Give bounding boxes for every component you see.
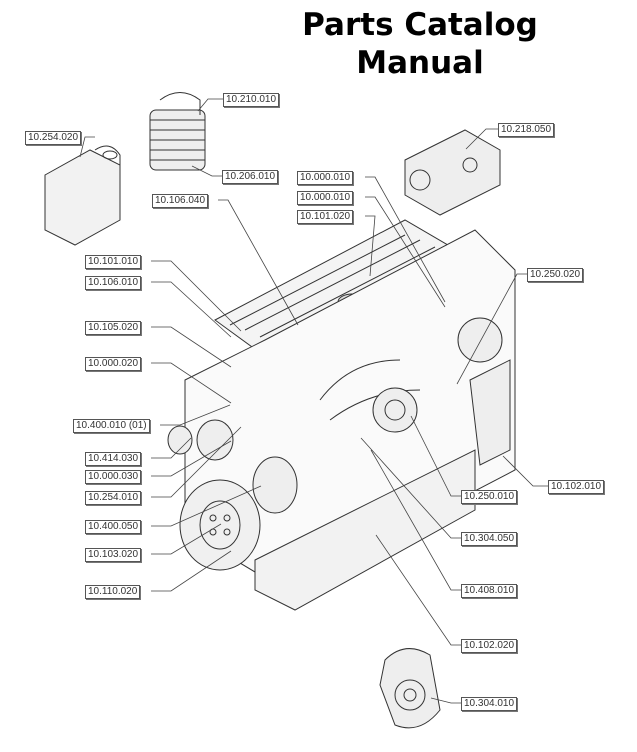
page-title: Parts Catalog Manual [290, 6, 550, 82]
part-label[interactable]: 10.101.020 [297, 210, 354, 224]
part-label[interactable]: 10.250.020 [527, 268, 584, 282]
part-label[interactable]: 10.304.050 [461, 532, 518, 546]
part-label[interactable]: 10.105.020 [85, 321, 142, 335]
part-label[interactable]: 10.106.010 [85, 276, 142, 290]
title-line-2: Manual [356, 45, 484, 81]
air-intake-drawing [44, 145, 121, 246]
oil-pump-drawing [379, 648, 441, 729]
part-label[interactable]: 10.408.010 [461, 584, 518, 598]
part-label[interactable]: 10.400.050 [85, 520, 142, 534]
part-label[interactable]: 10.000.020 [85, 357, 142, 371]
part-label[interactable]: 10.254.020 [25, 131, 82, 145]
part-label[interactable]: 10.400.010 (01) [73, 419, 150, 433]
part-label[interactable]: 10.254.010 [85, 491, 142, 505]
part-label[interactable]: 10.304.010 [461, 697, 518, 711]
part-label[interactable]: 10.218.050 [498, 123, 555, 137]
fuel-filter-drawing [149, 92, 206, 171]
part-label[interactable]: 10.110.020 [85, 585, 141, 599]
part-label[interactable]: 10.000.030 [85, 470, 142, 484]
part-label[interactable]: 10.106.040 [152, 194, 209, 208]
part-label[interactable]: 10.210.010 [223, 93, 280, 107]
title-line-1: Parts Catalog [302, 7, 538, 43]
part-label[interactable]: 10.000.010 [297, 191, 354, 205]
part-label[interactable]: 10.102.010 [548, 480, 605, 494]
part-label[interactable]: 10.206.010 [222, 170, 279, 184]
part-label[interactable]: 10.103.020 [85, 548, 142, 562]
leader-lines [79, 98, 548, 704]
part-label[interactable]: 10.414.030 [85, 452, 142, 466]
part-label[interactable]: 10.000.010 [297, 171, 354, 185]
part-label[interactable]: 10.102.020 [461, 639, 518, 653]
fuel-pump-drawing [404, 129, 501, 216]
part-label[interactable]: 10.101.010 [85, 255, 142, 269]
part-label[interactable]: 10.250.010 [461, 490, 518, 504]
